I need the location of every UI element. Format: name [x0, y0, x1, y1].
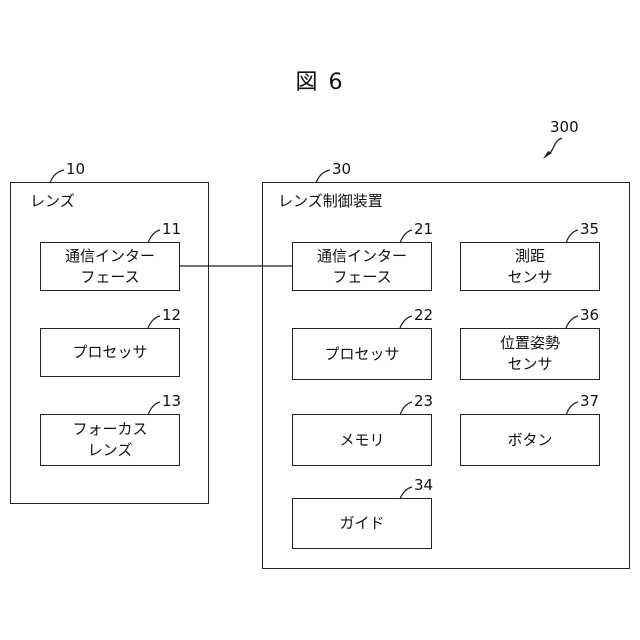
guide-box: ガイド: [292, 498, 432, 549]
focus-lens-ref: 13: [162, 392, 181, 410]
system-ref-label: 300: [550, 118, 579, 136]
memory-line1: メモリ: [339, 430, 384, 451]
controller-processor-box: プロセッサ: [292, 328, 432, 380]
focus-lens-line2: レンズ: [72, 440, 147, 461]
lens-processor-line1: プロセッサ: [72, 342, 147, 363]
controller-comm-interface-box: 通信インターフェース: [292, 242, 432, 291]
lens-comm-interface-ref: 11: [162, 220, 181, 238]
controller-comm-interface-line1: 通信インター: [317, 246, 407, 267]
controller-processor-ref: 22: [414, 306, 433, 324]
figure-title: 図 6: [0, 64, 640, 96]
focus-lens-box: フォーカスレンズ: [40, 414, 180, 466]
pose-sensor-line2: センサ: [500, 354, 560, 375]
lens-comm-interface-box: 通信インターフェース: [40, 242, 180, 291]
pose-sensor-box: 位置姿勢センサ: [460, 328, 600, 380]
lens-processor-ref: 12: [162, 306, 181, 324]
guide-ref: 34: [414, 476, 433, 494]
memory-ref: 23: [414, 392, 433, 410]
controller-comm-interface-ref: 21: [414, 220, 433, 238]
system-ref-arrow: [546, 138, 562, 156]
button-line1: ボタン: [507, 430, 552, 451]
pose-sensor-line1: 位置姿勢: [500, 333, 560, 354]
lens-comm-interface-line2: フェース: [65, 267, 155, 288]
memory-box: メモリ: [292, 414, 432, 466]
lens-processor-box: プロセッサ: [40, 328, 180, 377]
ranging-sensor-line2: センサ: [507, 267, 552, 288]
button-box: ボタン: [460, 414, 600, 466]
lens-controller-label: レンズ制御装置: [278, 190, 383, 211]
focus-lens-line1: フォーカス: [72, 419, 147, 440]
ranging-sensor-box: 測距センサ: [460, 242, 600, 291]
lens-controller-ref: 30: [332, 160, 351, 178]
pose-sensor-ref: 36: [580, 306, 599, 324]
ranging-sensor-ref: 35: [580, 220, 599, 238]
controller-comm-interface-line2: フェース: [317, 267, 407, 288]
lens-comm-interface-line1: 通信インター: [65, 246, 155, 267]
controller-processor-line1: プロセッサ: [324, 344, 399, 365]
lens-label: レンズ: [30, 190, 75, 211]
system-ref-arrowhead: [543, 151, 552, 159]
lens-ref: 10: [66, 160, 85, 178]
button-ref: 37: [580, 392, 599, 410]
ranging-sensor-line1: 測距: [507, 246, 552, 267]
guide-line1: ガイド: [339, 513, 384, 534]
